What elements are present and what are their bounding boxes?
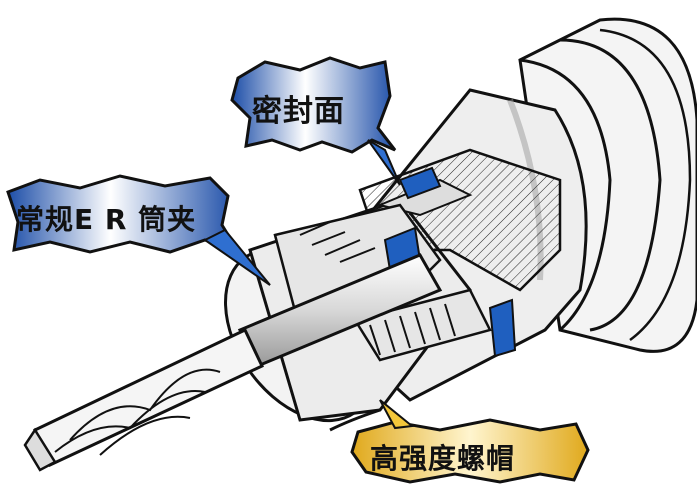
drill-flutes xyxy=(23,327,264,472)
callout-label-high-strength-nut: 高强度螺帽 xyxy=(370,442,516,475)
callout-label-standard-er-collet: 常规E R 筒夹 xyxy=(16,203,197,236)
callout-label-sealing-surface: 密封面 xyxy=(252,94,345,129)
callout-standard-er-collet xyxy=(6,174,271,286)
callout-sealing-surface xyxy=(230,56,401,186)
callout-high-strength-nut xyxy=(350,399,590,484)
